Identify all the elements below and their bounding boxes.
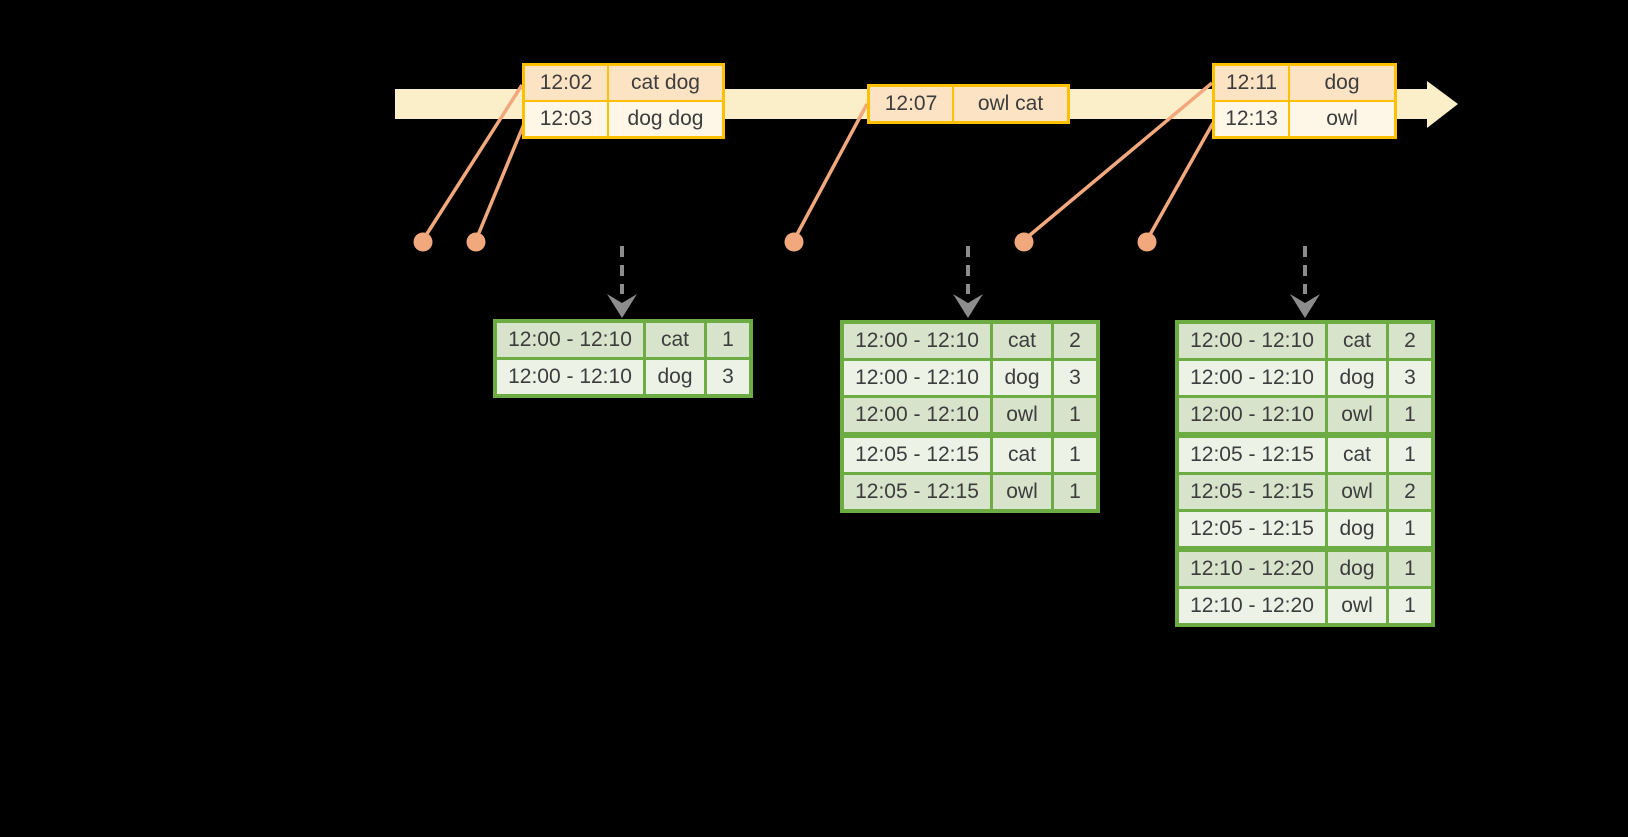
- word-cell: owl: [1328, 589, 1386, 623]
- table-row: 12:00 - 12:10 dog 3: [497, 360, 749, 394]
- count-cell: 2: [1389, 324, 1431, 358]
- window-cell: 12:05 - 12:15: [1179, 512, 1325, 546]
- trigger-arrow: [1290, 246, 1320, 318]
- word-cell: dog: [1328, 512, 1386, 546]
- table-row: 12:05 - 12:15 owl 1: [844, 475, 1096, 509]
- timeline-arrowhead-icon: [1427, 81, 1458, 128]
- window-cell: 12:00 - 12:10: [1179, 398, 1325, 432]
- count-cell: 1: [1054, 475, 1096, 509]
- table-row: 12:00 - 12:10 dog 3: [844, 361, 1096, 395]
- table-row: 12:00 - 12:10 cat 2: [1179, 324, 1431, 358]
- word-cell: dog: [1328, 552, 1386, 586]
- event-connector-line: [474, 123, 526, 241]
- trigger-arrowhead-icon: [1290, 294, 1320, 318]
- table-row: 12:05 - 12:15 owl 2: [1179, 475, 1431, 509]
- table-row: 12:05 - 12:15 dog 1: [1179, 512, 1431, 546]
- word-cell: dog: [993, 361, 1051, 395]
- count-cell: 1: [1389, 512, 1431, 546]
- event-table-1: 12:02 cat dog 12:03 dog dog: [522, 63, 725, 139]
- event-words-cell: dog dog: [609, 102, 722, 136]
- word-cell: dog: [1328, 361, 1386, 395]
- count-cell: 3: [707, 360, 749, 394]
- table-row: 12:00 - 12:10 owl 1: [844, 398, 1096, 432]
- event-time-cell: 12:07: [870, 87, 952, 121]
- count-cell: 1: [1389, 438, 1431, 472]
- table-row: 12:00 - 12:10 cat 1: [497, 323, 749, 357]
- window-cell: 12:00 - 12:10: [844, 361, 990, 395]
- word-cell: cat: [646, 323, 704, 357]
- event-dot: [1137, 232, 1157, 252]
- window-cell: 12:05 - 12:15: [844, 438, 990, 472]
- word-cell: cat: [993, 438, 1051, 472]
- trigger-arrowhead-icon: [953, 294, 983, 318]
- event-connector-line: [1022, 81, 1214, 242]
- table-row: 12:05 - 12:15 cat 1: [844, 438, 1096, 472]
- event-words-cell: owl: [1290, 102, 1394, 136]
- word-cell: owl: [993, 398, 1051, 432]
- table-row: 12:00 - 12:10 cat 2: [844, 324, 1096, 358]
- count-cell: 1: [1389, 589, 1431, 623]
- event-time-cell: 12:02: [525, 66, 607, 100]
- result-table-1: 12:00 - 12:10 cat 1 12:00 - 12:10 dog 3: [493, 319, 753, 398]
- window-cell: 12:10 - 12:20: [1179, 552, 1325, 586]
- window-cell: 12:10 - 12:20: [1179, 589, 1325, 623]
- trigger-arrow: [607, 246, 637, 318]
- event-dot: [466, 232, 486, 252]
- table-row: 12:10 - 12:20 owl 1: [1179, 589, 1431, 623]
- event-time-cell: 12:13: [1215, 102, 1288, 136]
- count-cell: 3: [1054, 361, 1096, 395]
- word-cell: cat: [1328, 324, 1386, 358]
- event-table-2: 12:07 owl cat: [867, 84, 1070, 124]
- window-cell: 12:00 - 12:10: [1179, 361, 1325, 395]
- window-cell: 12:00 - 12:10: [1179, 324, 1325, 358]
- event-words-cell: dog: [1290, 66, 1394, 100]
- word-cell: owl: [993, 475, 1051, 509]
- word-cell: owl: [1328, 475, 1386, 509]
- result-table-3: 12:00 - 12:10 cat 2 12:00 - 12:10 dog 3 …: [1175, 320, 1435, 627]
- event-table-3: 12:11 dog 12:13 owl: [1212, 63, 1397, 139]
- window-cell: 12:00 - 12:10: [844, 398, 990, 432]
- event-words-cell: cat dog: [609, 66, 722, 100]
- event-time-cell: 12:03: [525, 102, 607, 136]
- event-dot: [784, 232, 804, 252]
- trigger-arrow: [953, 246, 983, 318]
- window-cell: 12:00 - 12:10: [497, 323, 643, 357]
- window-cell: 12:05 - 12:15: [1179, 475, 1325, 509]
- table-row: 12:00 - 12:10 dog 3: [1179, 361, 1431, 395]
- table-row: 12:00 - 12:10 owl 1: [1179, 398, 1431, 432]
- window-cell: 12:00 - 12:10: [844, 324, 990, 358]
- count-cell: 1: [1054, 438, 1096, 472]
- table-row: 12:10 - 12:20 dog 1: [1179, 552, 1431, 586]
- count-cell: 2: [1054, 324, 1096, 358]
- count-cell: 2: [1389, 475, 1431, 509]
- event-dot: [1014, 232, 1034, 252]
- count-cell: 1: [1389, 552, 1431, 586]
- event-connector-line: [792, 103, 869, 241]
- window-cell: 12:05 - 12:15: [844, 475, 990, 509]
- count-cell: 1: [1389, 398, 1431, 432]
- event-time-cell: 12:11: [1215, 66, 1288, 100]
- window-cell: 12:05 - 12:15: [1179, 438, 1325, 472]
- count-cell: 3: [1389, 361, 1431, 395]
- count-cell: 1: [707, 323, 749, 357]
- table-row: 12:05 - 12:15 cat 1: [1179, 438, 1431, 472]
- trigger-arrowhead-icon: [607, 294, 637, 318]
- window-cell: 12:00 - 12:10: [497, 360, 643, 394]
- result-table-2: 12:00 - 12:10 cat 2 12:00 - 12:10 dog 3 …: [840, 320, 1100, 513]
- word-cell: owl: [1328, 398, 1386, 432]
- count-cell: 1: [1054, 398, 1096, 432]
- event-words-cell: owl cat: [954, 87, 1067, 121]
- word-cell: dog: [646, 360, 704, 394]
- word-cell: cat: [1328, 438, 1386, 472]
- event-connector-line: [1145, 122, 1215, 241]
- word-cell: cat: [993, 324, 1051, 358]
- event-dot: [413, 232, 433, 252]
- event-connector-line: [421, 84, 524, 241]
